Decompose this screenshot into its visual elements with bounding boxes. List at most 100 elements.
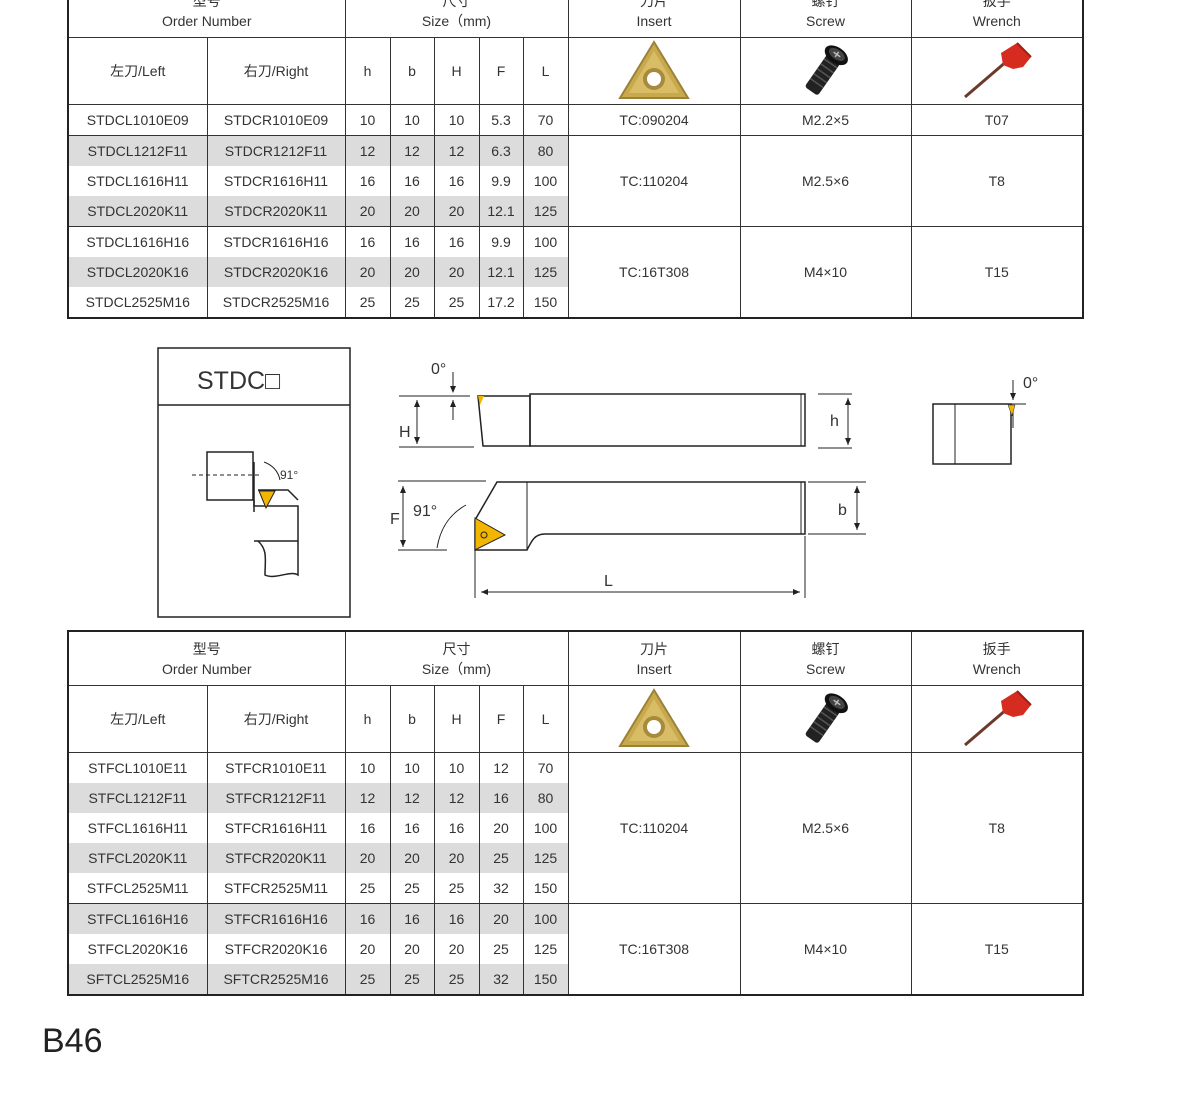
header-wrench: 扳手 Wrench: [910, 630, 1084, 686]
column-header-l: L: [522, 37, 569, 105]
size-value: 12: [433, 135, 480, 166]
size-value: 20: [433, 257, 480, 287]
screw-spec: M2.5×6: [739, 135, 912, 227]
screw-image: [739, 37, 912, 105]
dim-H-label: H: [399, 424, 411, 441]
insert-image: [567, 685, 741, 753]
column-header-left: 左刀/Left: [67, 685, 208, 753]
wrench-spec: T8: [910, 752, 1084, 904]
wrench-image: [910, 685, 1084, 753]
column-header-h: H: [433, 37, 480, 105]
size-value: 12: [433, 783, 480, 813]
model-box: [157, 347, 351, 618]
torx-screw-icon: [805, 692, 848, 743]
size-value: 100: [522, 813, 569, 843]
size-value: 100: [522, 226, 569, 257]
size-value: 12.1: [478, 257, 524, 287]
size-value: 17.2: [478, 287, 524, 318]
model-label: STDC□: [197, 367, 281, 395]
size-value: 12: [344, 783, 391, 813]
size-value: 25: [433, 873, 480, 904]
order-number: STFCR1616H16: [206, 903, 346, 934]
size-value: 20: [433, 934, 480, 964]
size-value: 25: [389, 873, 435, 904]
order-number: STFCR2020K11: [206, 843, 346, 873]
order-number: SFTCR2525M16: [206, 964, 346, 995]
header-size-cn: 尺寸: [442, 640, 471, 657]
order-number: STFCL1212F11: [67, 783, 208, 813]
order-number: STFCL1616H16: [67, 903, 208, 934]
size-value: 16: [344, 166, 391, 196]
wrench-spec: T15: [910, 903, 1084, 996]
order-number: STDCL2020K16: [67, 257, 208, 287]
dim-F-label: F: [390, 511, 400, 528]
order-number: STDCR2525M16: [206, 287, 346, 318]
order-number: STDCR1616H11: [206, 166, 346, 196]
insert-spec: TC:110204: [567, 752, 741, 904]
size-value: 10: [344, 104, 391, 136]
size-value: 16: [389, 903, 435, 934]
header-order-en: Order Number: [162, 12, 252, 29]
order-number: STFCR1010E11: [206, 752, 346, 783]
header-wrench-cn: 扳手: [982, 640, 1011, 657]
order-number: STDCR1212F11: [206, 135, 346, 166]
dim-h-label: h: [830, 413, 839, 430]
order-number: STDCR1616H16: [206, 226, 346, 257]
workpiece-shape: [206, 451, 254, 501]
size-value: 125: [522, 843, 569, 873]
order-number: STFCL2020K16: [67, 934, 208, 964]
order-number: STDCL1616H16: [67, 226, 208, 257]
header-screw-en: Screw: [806, 12, 845, 29]
size-value: 25: [433, 964, 480, 995]
insert-side-icon: [478, 396, 484, 405]
size-value: 125: [522, 196, 569, 227]
size-value: 25: [344, 964, 391, 995]
order-number: STFCL2020K11: [67, 843, 208, 873]
header-size-en: Size（mm): [421, 12, 492, 29]
size-value: 16: [344, 813, 391, 843]
insert-small-icon: [258, 490, 276, 510]
size-value: 9.9: [478, 166, 524, 196]
order-number: STFCL1010E11: [67, 752, 208, 783]
column-header-left: 左刀/Left: [67, 37, 208, 105]
column-header-f: F: [478, 685, 524, 753]
size-value: 10: [433, 104, 480, 136]
column-header-h: h: [344, 685, 391, 753]
torx-wrench-icon: [963, 41, 1032, 98]
header-wrench-en: Wrench: [972, 12, 1021, 29]
size-value: 9.9: [478, 226, 524, 257]
size-value: 12: [389, 135, 435, 166]
order-number: STDCL1212F11: [67, 135, 208, 166]
size-value: 20: [433, 843, 480, 873]
size-value: 10: [389, 104, 435, 136]
size-value: 12.1: [478, 196, 524, 227]
size-value: 70: [522, 752, 569, 783]
side-view-head: [477, 395, 531, 447]
order-number: STFCR2525M11: [206, 873, 346, 904]
column-header-b: b: [389, 37, 435, 105]
angle-91-label: 91°: [413, 503, 437, 520]
size-value: 150: [522, 873, 569, 904]
size-value: 16: [389, 813, 435, 843]
column-header-right: 右刀/Right: [206, 37, 346, 105]
header-screw-cn: 螺钉: [811, 640, 840, 657]
torx-wrench-icon: [963, 689, 1032, 746]
size-value: 32: [478, 964, 524, 995]
angle-zero-end-label: 0°: [1023, 375, 1038, 392]
header-wrench-en: Wrench: [972, 660, 1021, 677]
size-value: 16: [433, 226, 480, 257]
